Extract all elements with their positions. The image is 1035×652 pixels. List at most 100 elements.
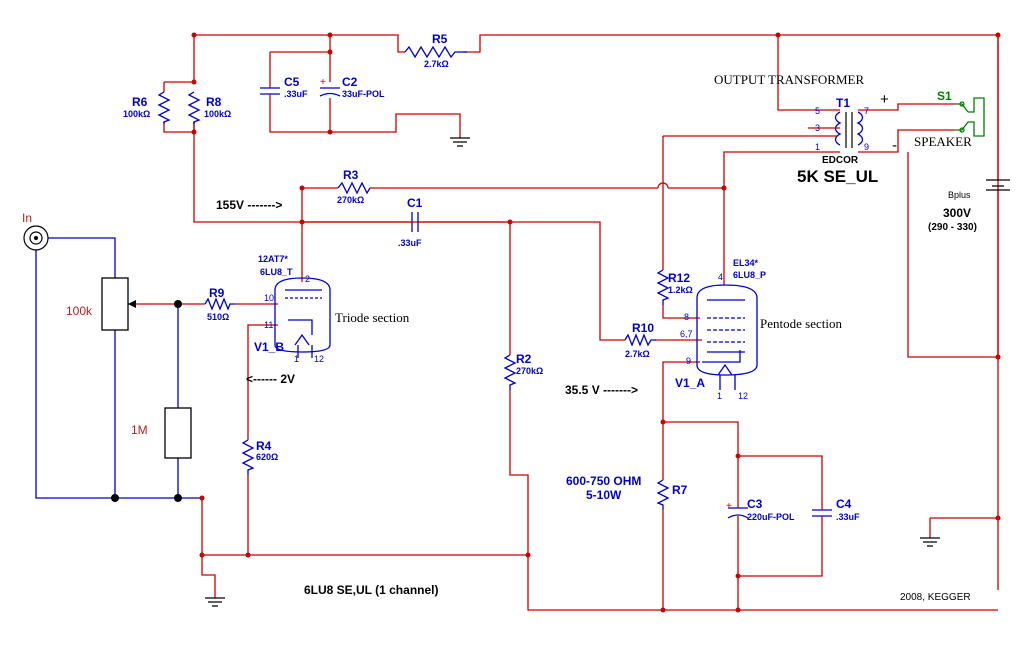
t1-pin-7: 7 <box>864 106 869 116</box>
r7-ref: R7 <box>672 483 688 497</box>
battery-bplus-icon <box>986 179 1010 191</box>
r4-value: 620Ω <box>256 452 278 462</box>
svg-text:+: + <box>320 77 326 88</box>
r10-symbol <box>624 333 656 347</box>
bplus-range: (290 - 330) <box>928 222 977 233</box>
r9-ref: R9 <box>209 286 225 300</box>
potentiometer-100k <box>101 277 129 331</box>
c4-symbol <box>812 500 832 528</box>
speaker-icon <box>955 97 985 137</box>
v1a-pin-8: 8 <box>684 312 689 322</box>
r8-value: 100kΩ <box>204 109 231 119</box>
r3-value: 270kΩ <box>337 195 364 205</box>
pentode-section-label: Pentode section <box>760 316 842 331</box>
resistors <box>157 45 670 510</box>
c2-symbol <box>319 87 341 97</box>
t1-ref: T1 <box>836 96 850 110</box>
voltage-35-5v: 35.5 V -------> <box>565 383 638 397</box>
v1a-type: EL34* <box>733 258 759 268</box>
r12-ref: R12 <box>668 271 690 285</box>
c1-symbol <box>408 212 510 232</box>
ground-icon <box>920 537 940 547</box>
r6-ref: R6 <box>132 95 148 109</box>
r6-symbol <box>157 91 171 124</box>
r4-symbol <box>241 439 255 475</box>
r12-value: 1.2kΩ <box>668 285 693 295</box>
wires <box>128 34 999 611</box>
plus-sign: + <box>880 91 889 108</box>
ground-icons <box>205 137 940 607</box>
v1b-name: 6LU8_T <box>260 267 293 277</box>
c4-value: .33uF <box>836 512 860 522</box>
r2-symbol <box>503 354 517 390</box>
r5-ref: R5 <box>432 32 448 46</box>
pot-value: 100k <box>66 304 93 318</box>
v1a-name: 6LU8_P <box>733 270 766 280</box>
junction-nodes <box>111 32 1001 613</box>
v1b-pin-10: 10 <box>264 293 274 303</box>
output-transformer <box>808 109 880 153</box>
ground-icon <box>450 137 470 147</box>
r9-symbol <box>204 297 235 311</box>
r10-ref: R10 <box>632 321 654 335</box>
output-transformer-label: OUTPUT TRANSFORMER <box>714 72 864 87</box>
capacitors: + + <box>260 77 832 528</box>
input-label: In <box>22 211 32 225</box>
t1-pin-5: 5 <box>815 106 820 116</box>
r2-value: 270kΩ <box>516 366 543 376</box>
voltage-2v: <------ 2V <box>246 372 295 386</box>
ground-icon <box>205 597 225 607</box>
r4-ref: R4 <box>256 439 272 453</box>
r12-symbol <box>656 269 670 305</box>
r3-symbol <box>337 181 371 195</box>
v1b-pin-12: 12 <box>314 354 324 364</box>
input-wiring <box>23 225 202 499</box>
v1b-ref: V1_B <box>254 340 284 354</box>
s1-ref: S1 <box>937 89 952 103</box>
r3-ref: R3 <box>343 168 359 182</box>
v1a-pin-9: 9 <box>686 356 691 366</box>
v1a-pin-1: 1 <box>717 391 722 401</box>
credit-text: 2008, KEGGER <box>900 592 971 603</box>
c3-ref: C3 <box>747 497 763 511</box>
v1a-ref: V1_A <box>675 376 705 390</box>
t1-pin-1: 1 <box>815 142 820 152</box>
t1-pin-3: 3 <box>815 123 820 133</box>
triode-section-label: Triode section <box>335 310 410 325</box>
bplus-label: Bplus <box>948 190 971 200</box>
svg-text:+: + <box>726 501 732 512</box>
r7-value: 600-750 OHM <box>566 474 641 488</box>
c2-ref: C2 <box>342 75 358 89</box>
c4-ref: C4 <box>836 497 852 511</box>
t1-maker: EDCOR <box>822 155 859 166</box>
v1a-pin-4: 4 <box>718 272 723 282</box>
c2-value: 33uF-POL <box>342 89 385 99</box>
v1b-pin-1: 1 <box>294 354 299 364</box>
c3-symbol <box>727 500 749 528</box>
v1b-pin-2: 2 <box>305 274 310 284</box>
r10-value: 2.7kΩ <box>625 349 650 359</box>
r8-ref: R8 <box>206 95 222 109</box>
r5-symbol <box>404 45 467 59</box>
r6-value: 100kΩ <box>123 109 150 119</box>
r5-value: 2.7kΩ <box>424 59 449 69</box>
minus-sign: - <box>892 137 897 154</box>
v1a-pin-6-7: 6,7 <box>680 329 693 339</box>
c5-ref: C5 <box>284 75 300 89</box>
v1b-pin-11: 11 <box>264 320 273 330</box>
r9-value: 510Ω <box>207 312 229 322</box>
voltage-155v: 155V -------> <box>216 198 282 212</box>
c1-value: .33uF <box>398 238 422 248</box>
r2-ref: R2 <box>516 352 532 366</box>
c1-ref: C1 <box>407 196 423 210</box>
t1-spec: 5K SE_UL <box>797 167 878 186</box>
t1-pin-9: 9 <box>864 142 869 152</box>
c5-symbol <box>260 82 280 98</box>
footer-title: 6LU8 SE,UL (1 channel) <box>304 583 438 597</box>
v1b-type: 12AT7* <box>258 254 288 264</box>
c3-value: 220uF-POL <box>747 512 795 522</box>
speaker-label: SPEAKER <box>914 134 972 149</box>
pentode-tube <box>696 284 758 390</box>
